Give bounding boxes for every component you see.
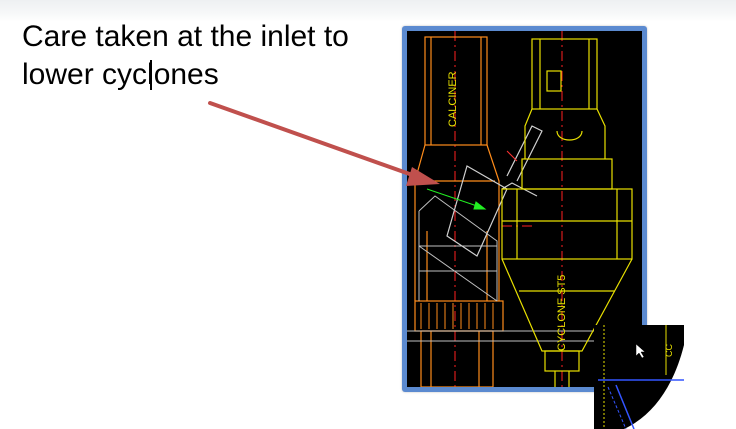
calciner-label: CALCINER xyxy=(447,71,459,127)
top-haze xyxy=(0,0,736,22)
cyclone-label: CYCLONE ST5 xyxy=(556,274,568,351)
caption-line-2: lower cyclones xyxy=(22,58,219,91)
slide-caption: Care taken at the inlet to lower cyclone… xyxy=(22,18,402,94)
caption-line-1: Care taken at the inlet to xyxy=(22,20,349,53)
overlay-fragment-svg xyxy=(594,325,684,429)
partial-label: CC xyxy=(664,344,674,357)
text-cursor xyxy=(150,60,152,90)
overlay-fragment: CC xyxy=(594,325,684,429)
mouse-pointer-icon xyxy=(635,343,646,359)
